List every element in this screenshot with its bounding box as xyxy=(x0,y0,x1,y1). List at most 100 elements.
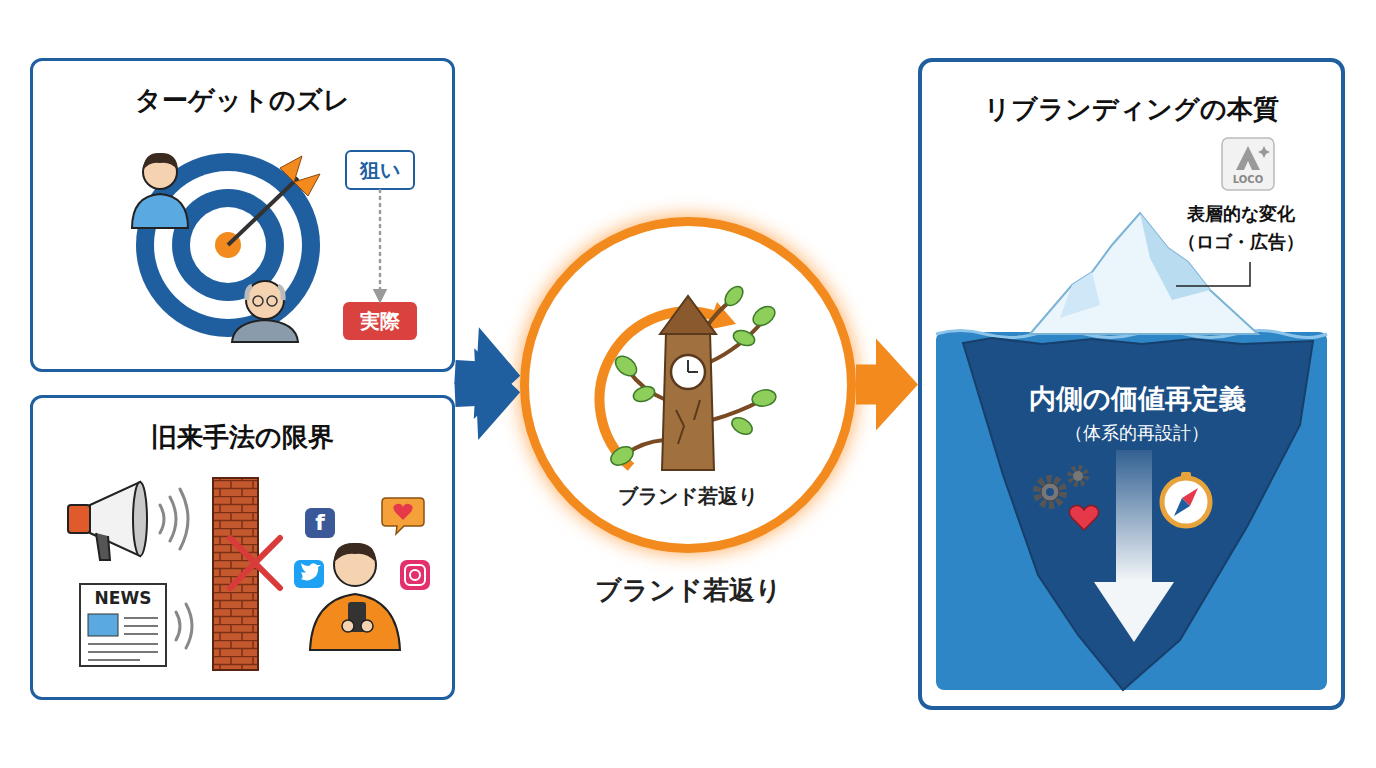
essence-panel: リブランディングの本質内側の価値再定義 （体系的再設計） xyxy=(918,58,1345,710)
social-icons xyxy=(294,498,430,590)
logo-sparkle xyxy=(1258,146,1270,158)
instagram-icon xyxy=(400,560,430,590)
logo-mark xyxy=(1236,146,1260,170)
branch xyxy=(626,300,762,454)
gear xyxy=(1073,471,1083,481)
target-ring xyxy=(136,153,320,337)
sound-wave xyxy=(176,604,192,648)
leaf xyxy=(631,384,656,405)
heart-icon xyxy=(1069,506,1098,531)
person-hair xyxy=(143,153,178,170)
iceberg-tip xyxy=(1030,213,1258,334)
leaf xyxy=(729,414,755,437)
leader-line xyxy=(1176,262,1250,286)
person-hair xyxy=(247,286,283,300)
person-head xyxy=(334,544,376,586)
young-person xyxy=(132,153,188,228)
target-illustration xyxy=(136,153,320,337)
leaf xyxy=(731,328,756,349)
heart-icon xyxy=(393,504,412,520)
person-hair xyxy=(334,543,376,562)
node-title: ターゲットのズレ xyxy=(33,83,452,118)
newspaper-sheet xyxy=(80,584,166,666)
clock-tower xyxy=(662,332,714,470)
hand xyxy=(361,620,373,632)
old-person xyxy=(232,281,298,342)
clock-hands xyxy=(688,360,698,372)
clock-tree xyxy=(600,283,779,470)
iceberg-facet xyxy=(1140,213,1210,300)
person-head xyxy=(143,155,177,189)
brick-wall xyxy=(213,478,280,670)
gear xyxy=(1070,468,1086,484)
megaphone-handle xyxy=(96,533,110,560)
node-title: 実際 xyxy=(343,302,417,340)
phone-user xyxy=(310,543,400,650)
cycle-arrow xyxy=(600,312,718,467)
node-subtext: ブランド若返り xyxy=(480,573,896,608)
megaphone-cone xyxy=(90,482,140,556)
node-title: ブランド若返り xyxy=(520,483,856,510)
person-head xyxy=(246,281,284,319)
blocked-cross xyxy=(230,538,280,588)
smartphone xyxy=(348,602,366,632)
leaf xyxy=(750,303,779,330)
dotted-arrow xyxy=(379,190,382,302)
flow-arrow xyxy=(856,339,918,431)
iceberg-facet xyxy=(1060,272,1100,318)
compass-needle xyxy=(1182,488,1198,506)
chat-bubble xyxy=(382,498,424,534)
flow-arrow xyxy=(454,327,520,419)
person-body xyxy=(132,194,188,228)
twitter-icon xyxy=(294,560,324,588)
facebook-icon xyxy=(305,508,335,538)
node-title: リブランディングの本質 xyxy=(922,92,1341,127)
down-arrow-head xyxy=(1094,582,1174,642)
instagram-frame xyxy=(405,565,425,585)
compass xyxy=(1162,478,1210,526)
clock-face xyxy=(671,355,705,389)
iceberg-underwater: 内側の価値再定義 （体系的再設計） xyxy=(952,335,1322,695)
megaphone xyxy=(68,482,188,560)
target-bullseye xyxy=(215,232,241,258)
arrow-fletching xyxy=(280,156,302,182)
aim-tag: 狙い xyxy=(345,150,415,190)
facebook-letter: f xyxy=(305,508,335,538)
target-ring xyxy=(154,171,302,319)
wall xyxy=(213,478,258,670)
glasses xyxy=(267,296,277,306)
bark-crack xyxy=(676,400,700,444)
panel-box: ターゲットのズレ狙い実際 xyxy=(30,58,455,372)
compass-top xyxy=(1181,472,1191,479)
gear xyxy=(1037,479,1063,505)
cycle-arrow-head xyxy=(707,302,736,330)
megaphone-back xyxy=(68,505,90,533)
water-surface xyxy=(936,331,1327,338)
target-ring xyxy=(172,189,284,301)
gear xyxy=(1041,483,1059,501)
gear-hole xyxy=(1046,488,1054,496)
glasses xyxy=(253,296,263,306)
logo-icon xyxy=(1222,138,1274,190)
person-body xyxy=(310,594,400,650)
megaphone-rim xyxy=(133,482,147,556)
leaf xyxy=(608,443,637,469)
node-title: 狙い xyxy=(347,152,413,188)
node-subtext: （体系的再設計） xyxy=(952,421,1322,445)
newspaper-photo xyxy=(88,614,118,636)
node-title: 内側の価値再定義 xyxy=(952,381,1322,417)
newspaper-title: NEWS xyxy=(84,588,162,608)
rejuvenation-circle: ブランド若返りブランド若返り xyxy=(520,217,856,553)
person-body xyxy=(232,320,298,342)
node-title: 旧来手法の限界 xyxy=(33,420,452,455)
instagram-lens xyxy=(410,570,420,580)
target-ring xyxy=(190,207,266,283)
flow-arrow xyxy=(454,348,520,440)
value-icons xyxy=(1037,450,1210,642)
logo-frame xyxy=(1222,138,1274,190)
tower-roof xyxy=(660,296,716,334)
actual-tag: 実際 xyxy=(343,302,417,340)
leaf xyxy=(722,283,747,309)
arrow-fletching xyxy=(294,174,320,196)
compass-needle xyxy=(1174,498,1190,516)
